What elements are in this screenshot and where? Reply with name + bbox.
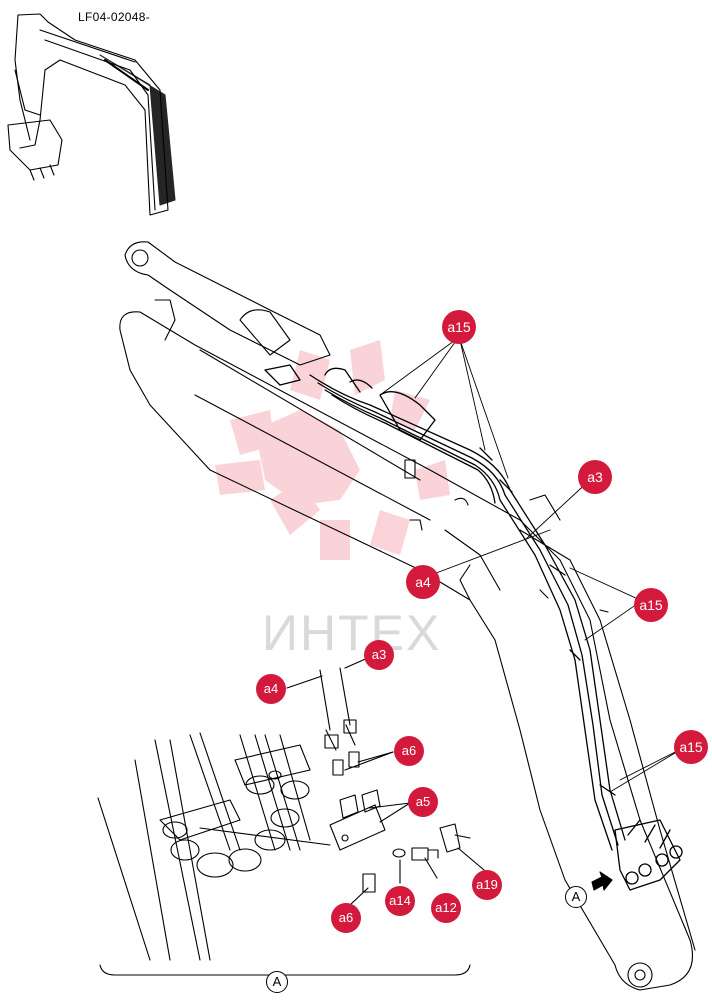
detail-view-label-a: A (266, 971, 288, 993)
callout-a3-detail[interactable]: a3 (364, 640, 394, 670)
callout-a5[interactable]: a5 (408, 787, 438, 817)
drawing-code: LF04-02048- (78, 10, 151, 24)
callout-a14[interactable]: a14 (385, 886, 415, 916)
callout-a4-main[interactable]: a4 (406, 565, 440, 599)
watermark-text: ИНТЕХ (262, 605, 442, 661)
callout-a12[interactable]: a12 (431, 893, 461, 923)
reference-sketch (7, 13, 176, 216)
view-marker-a: A (565, 886, 587, 908)
callout-a6-lower[interactable]: a6 (331, 903, 361, 933)
view-arrow (591, 871, 613, 891)
callout-a19[interactable]: a19 (472, 870, 502, 900)
callout-a6-upper[interactable]: a6 (394, 736, 424, 766)
hydraulic-lines (264, 364, 683, 891)
watermark-logo (215, 340, 450, 560)
callout-a15-mid[interactable]: a15 (634, 588, 668, 622)
callout-a15-top[interactable]: a15 (442, 310, 476, 344)
callout-a3-main[interactable]: a3 (578, 460, 612, 494)
callout-a15-low[interactable]: a15 (674, 730, 708, 764)
callout-a4-detail[interactable]: a4 (256, 674, 286, 704)
